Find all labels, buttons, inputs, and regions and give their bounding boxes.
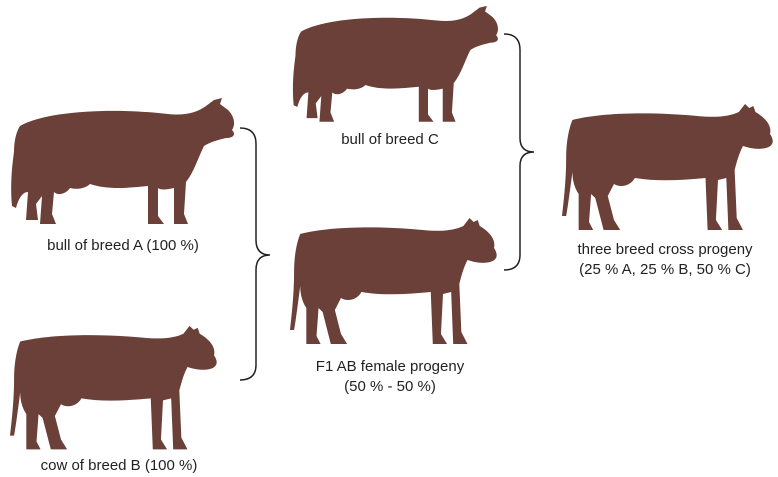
label-three-breed-line2: (25 % A, 25 % B, 50 % C): [554, 260, 776, 279]
brace-left: [240, 128, 270, 380]
label-cow-b: cow of breed B (100 %): [4, 456, 234, 475]
three-breed-silhouette: [562, 104, 773, 230]
bull-a-silhouette: [11, 98, 234, 224]
cow-b-silhouette: [10, 326, 217, 449]
label-three-breed-line1: three breed cross progeny: [554, 240, 776, 259]
f1-female-silhouette: [290, 218, 497, 344]
brace-right: [504, 34, 534, 270]
label-bull-c: bull of breed C: [280, 130, 500, 149]
label-f1-line1: F1 AB female progeny: [280, 357, 500, 376]
label-bull-a: bull of breed A (100 %): [8, 236, 238, 255]
bull-c-silhouette: [293, 6, 498, 122]
label-f1-line2: (50 % - 50 %): [280, 377, 500, 396]
